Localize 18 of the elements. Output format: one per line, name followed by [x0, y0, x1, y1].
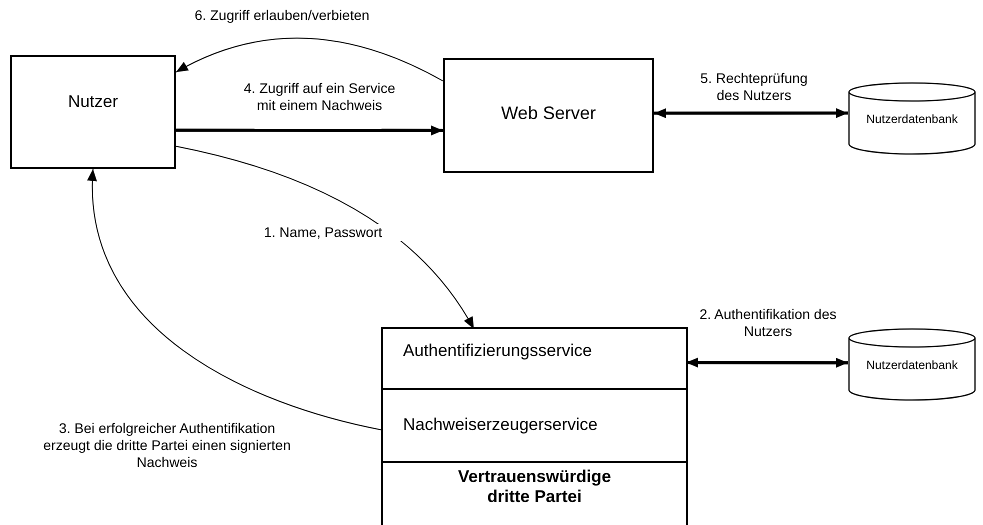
user-box [10, 55, 176, 169]
arrow [686, 358, 848, 368]
database-cylinder [848, 328, 976, 402]
service-box [381, 327, 688, 525]
node-label: Nutzerdatenbank [866, 112, 958, 126]
arrow [654, 108, 848, 118]
node-label: Nutzerdatenbank [866, 358, 958, 372]
node-label: Nutzer [68, 92, 118, 112]
arrow [176, 146, 474, 330]
arrow [176, 125, 443, 136]
arrow [88, 168, 384, 431]
arrow [176, 38, 444, 82]
node-label: Authentifizierungsservice [403, 341, 592, 362]
server-box [443, 58, 654, 173]
database-cylinder [848, 82, 976, 156]
node-label: Web Server [501, 102, 596, 124]
node-label: Vertrauenswürdige dritte Partei [456, 467, 612, 508]
node-label: Nachweiserzeugerservice [403, 415, 598, 436]
